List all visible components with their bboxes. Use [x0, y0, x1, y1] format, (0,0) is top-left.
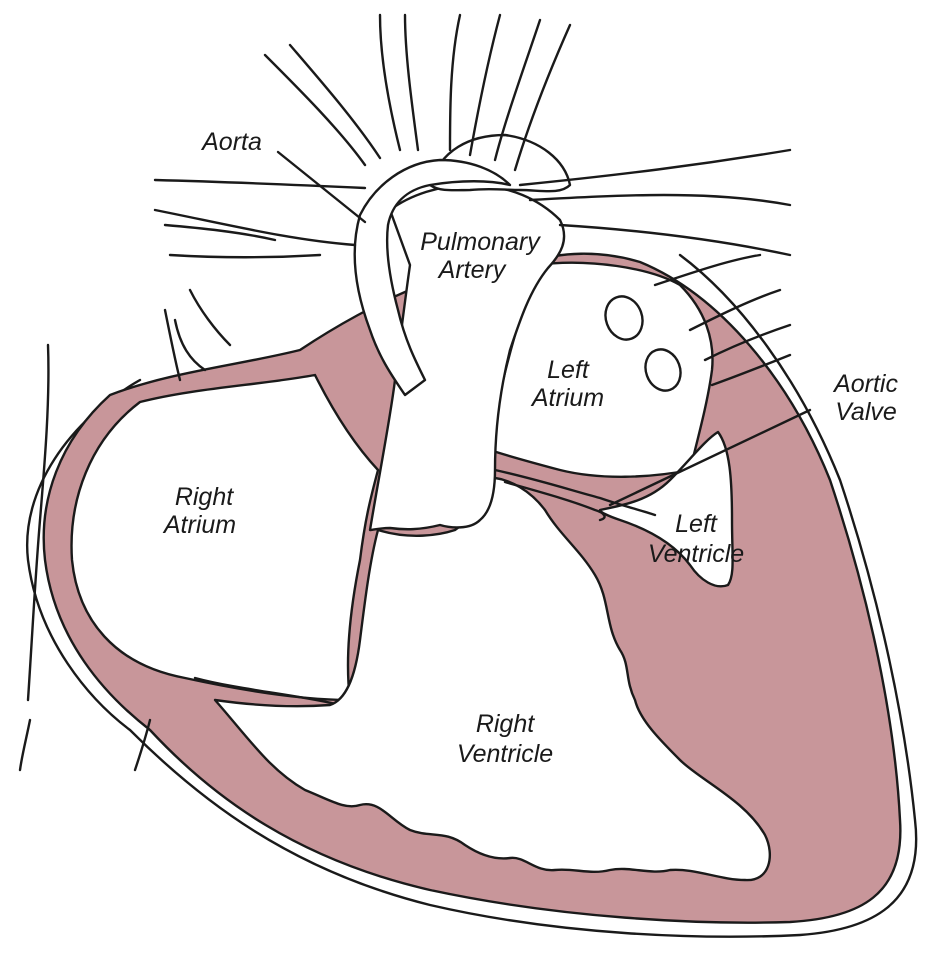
label-left-ventricle-line1: Left — [675, 510, 718, 538]
label-right-ventricle-line1: Right — [476, 710, 535, 738]
label-right-atrium-line1: Right — [175, 483, 234, 511]
aorta-pointer — [276, 150, 367, 224]
label-left-atrium-line2: Atrium — [530, 384, 604, 412]
label-pulmonary-artery-line1: Pulmonary — [420, 228, 541, 256]
label-right-atrium-line2: Atrium — [162, 511, 236, 539]
right-atrium-cavity — [70, 373, 380, 702]
pulmonary-vessels-right — [518, 148, 792, 387]
aortic-valve-pointer — [608, 408, 812, 507]
atrial-septum-line — [193, 676, 342, 707]
label-right-ventricle-line2: Ventricle — [457, 740, 553, 768]
pulmonary-trunk — [368, 183, 566, 532]
pericardial-lines-left — [18, 308, 182, 772]
label-aortic-valve-line1: Aortic — [832, 370, 898, 398]
label-left-ventricle-line2: Ventricle — [648, 540, 744, 568]
aortic-valve-leaflet — [493, 468, 657, 522]
label-pulmonary-artery-line2: Artery — [437, 256, 507, 284]
vena-cava-vessels — [153, 178, 367, 372]
right-ventricle-cavity — [213, 476, 772, 882]
label-left-atrium-line1: Left — [547, 356, 590, 384]
label-aortic-valve-line2: Valve — [835, 398, 897, 426]
pulmonary-vein-opening-lower — [644, 348, 682, 392]
pericardium-outline — [25, 253, 918, 938]
aorta-branches — [263, 13, 572, 172]
aorta — [353, 158, 512, 397]
label-aorta: Aorta — [200, 128, 262, 156]
pulmonary-vein-opening-upper — [604, 295, 644, 341]
